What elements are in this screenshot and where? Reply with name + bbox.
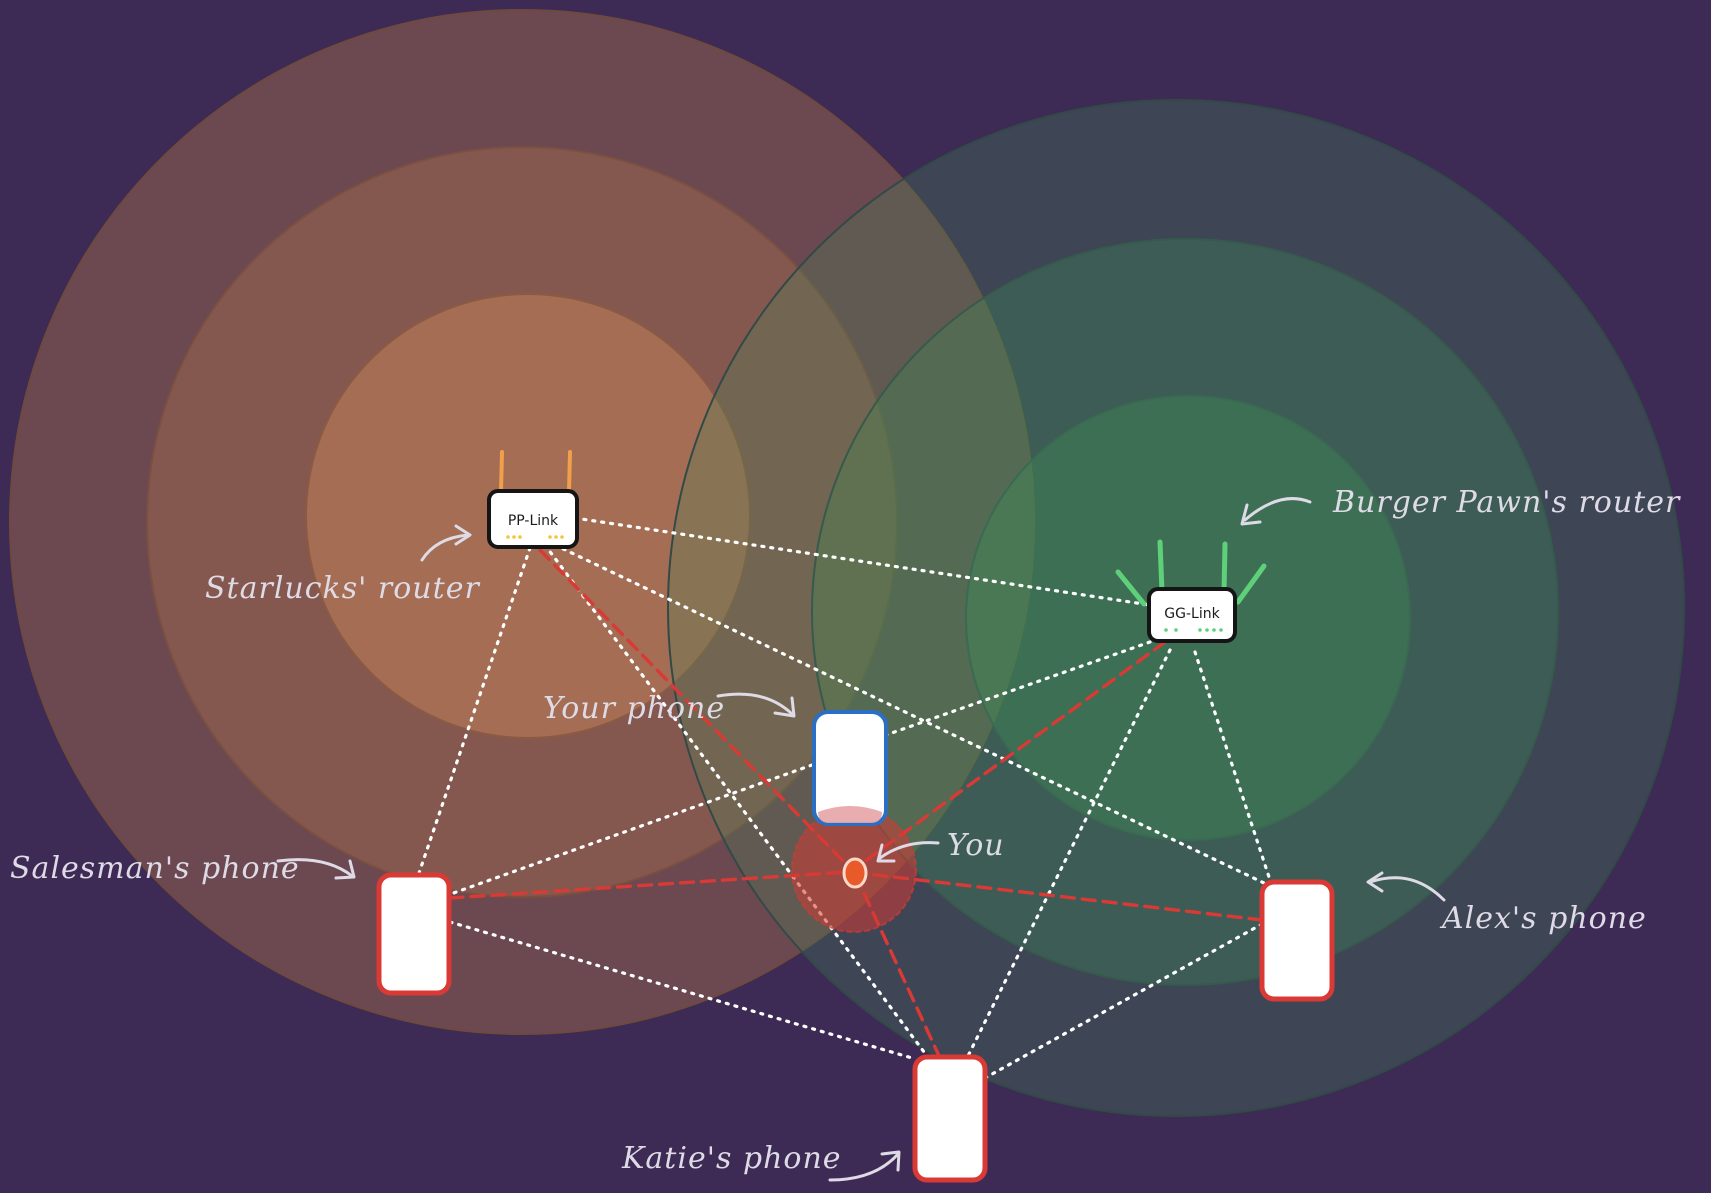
- salesman-phone-label: Salesman's phone: [10, 851, 300, 886]
- arrow-yourphone-label-icon: [716, 692, 794, 716]
- arrow-starlucks-head: [454, 524, 472, 546]
- phone-icon: [812, 710, 888, 826]
- burger-device-text: GG-Link: [1164, 606, 1220, 622]
- your-phone-label: Your phone: [543, 691, 725, 726]
- arrow-katie-head: [880, 1150, 901, 1172]
- katie-phone-label: Katie's phone: [621, 1141, 842, 1176]
- dotted-links: [416, 516, 1272, 1080]
- starlucks-device-text: PP-Link: [508, 513, 559, 529]
- arrow-starlucks-label-icon: [420, 533, 470, 562]
- your-phone[interactable]: [812, 710, 888, 826]
- burger-antenna-4: [1235, 563, 1267, 605]
- burger-leds: [1164, 628, 1223, 632]
- you-marker[interactable]: [791, 807, 917, 933]
- arrow-you-head: [876, 843, 896, 863]
- arrow-katie-label-icon: [828, 1152, 900, 1182]
- arrow-you-label-icon: [878, 841, 940, 860]
- link-starlucks-salesman: [416, 546, 532, 878]
- router-icon: [1147, 587, 1237, 643]
- link-burger-alex: [1193, 650, 1272, 882]
- dash-alex-you: [866, 872, 1264, 922]
- arrow-alex-head: [1366, 871, 1384, 893]
- your-phone-overlap-shade: [818, 806, 882, 823]
- you-label: You: [947, 828, 1005, 863]
- arrow-burger-head: [1240, 503, 1262, 526]
- link-alex-katie: [983, 922, 1264, 1080]
- link-starlucks-katie: [543, 543, 932, 1062]
- dash-starlucks-you: [538, 548, 852, 870]
- starlucks-leds: [506, 535, 564, 539]
- salesman-phone-icon[interactable]: [376, 872, 452, 996]
- burger-antenna-1: [1115, 569, 1147, 607]
- dash-burger-you: [858, 640, 1167, 867]
- location-dot-icon: [842, 857, 868, 889]
- burger-router-label: Burger Pawn's router: [1332, 485, 1681, 520]
- alex-phone-icon[interactable]: [1259, 879, 1335, 1002]
- arrow-salesman-label-icon: [276, 858, 354, 878]
- link-salesman-katie: [448, 920, 914, 1060]
- burger-router[interactable]: GG-Link: [1115, 539, 1267, 643]
- burger-antenna-2: [1157, 539, 1165, 595]
- alex-phone-label: Alex's phone: [1439, 901, 1647, 936]
- starlucks-antenna-right: [567, 450, 572, 494]
- dashed-links: [448, 548, 1264, 1060]
- link-starlucks-burger: [573, 516, 1152, 607]
- arrow-alex-label-icon: [1368, 876, 1446, 902]
- katie-phone-icon[interactable]: [912, 1054, 988, 1183]
- starlucks-router[interactable]: PP-Link: [487, 450, 579, 549]
- dash-katie-you: [856, 878, 942, 1060]
- arrow-yourphone-head: [773, 696, 796, 718]
- arrow-burger-label-icon: [1243, 497, 1312, 522]
- burger-antenna-3: [1221, 541, 1228, 595]
- starlucks-router-label: Starlucks' router: [205, 571, 480, 606]
- arrow-salesman-head: [334, 859, 356, 880]
- router-icon: [487, 489, 579, 549]
- dash-salesman-you: [448, 870, 850, 900]
- label-arrows: [276, 497, 1446, 1182]
- link-burger-yourphone: [884, 640, 1152, 737]
- starlucks-antenna-left: [499, 450, 504, 494]
- link-yourphone-salesman: [446, 763, 814, 897]
